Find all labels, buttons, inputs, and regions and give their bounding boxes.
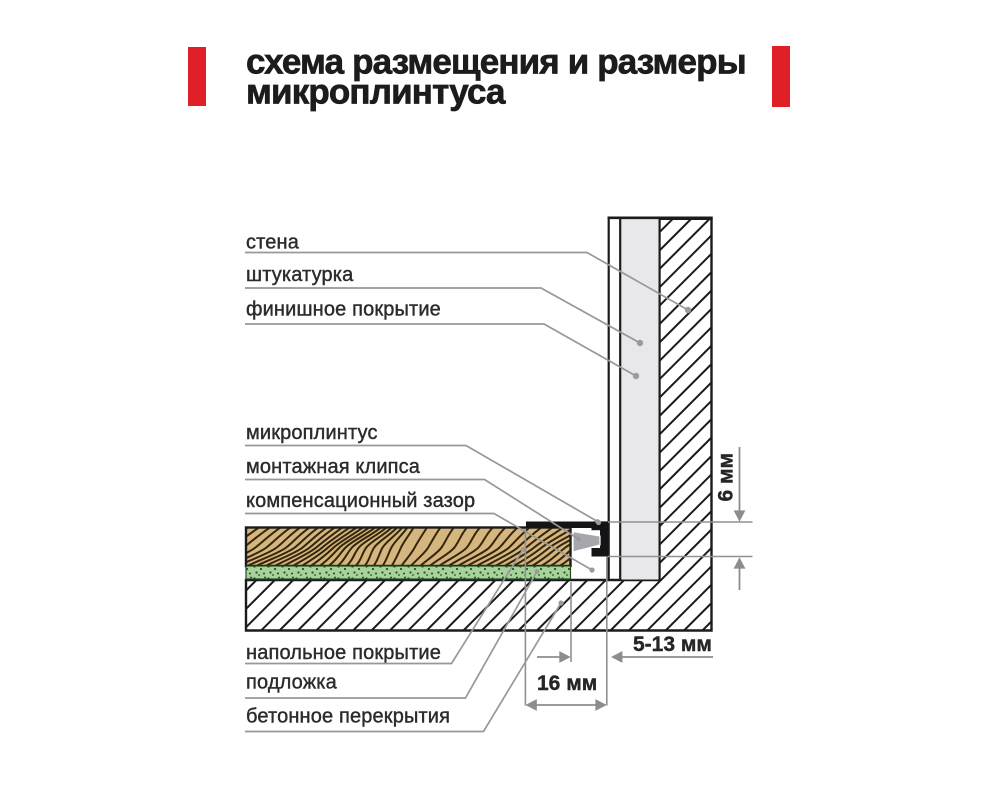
svg-text:схема размещения и размеры: схема размещения и размеры	[246, 43, 746, 82]
svg-text:микроплинтуса: микроплинтуса	[246, 73, 506, 112]
svg-text:стена: стена	[246, 232, 300, 254]
svg-text:16 мм: 16 мм	[537, 672, 597, 695]
svg-text:микроплинтус: микроплинтус	[246, 422, 378, 444]
svg-text:подложка: подложка	[246, 672, 338, 694]
svg-text:бетонное перекрытия: бетонное перекрытия	[246, 706, 450, 728]
svg-text:монтажная клипса: монтажная клипса	[246, 456, 421, 478]
svg-text:финишное покрытие: финишное покрытие	[246, 299, 441, 321]
svg-text:6 мм: 6 мм	[715, 453, 738, 502]
svg-text:5-13 мм: 5-13 мм	[633, 633, 712, 656]
svg-text:компенсационный зазор: компенсационный зазор	[246, 490, 475, 512]
svg-text:напольное покрытие: напольное покрытие	[246, 642, 441, 664]
svg-text:штукатурка: штукатурка	[246, 264, 354, 286]
